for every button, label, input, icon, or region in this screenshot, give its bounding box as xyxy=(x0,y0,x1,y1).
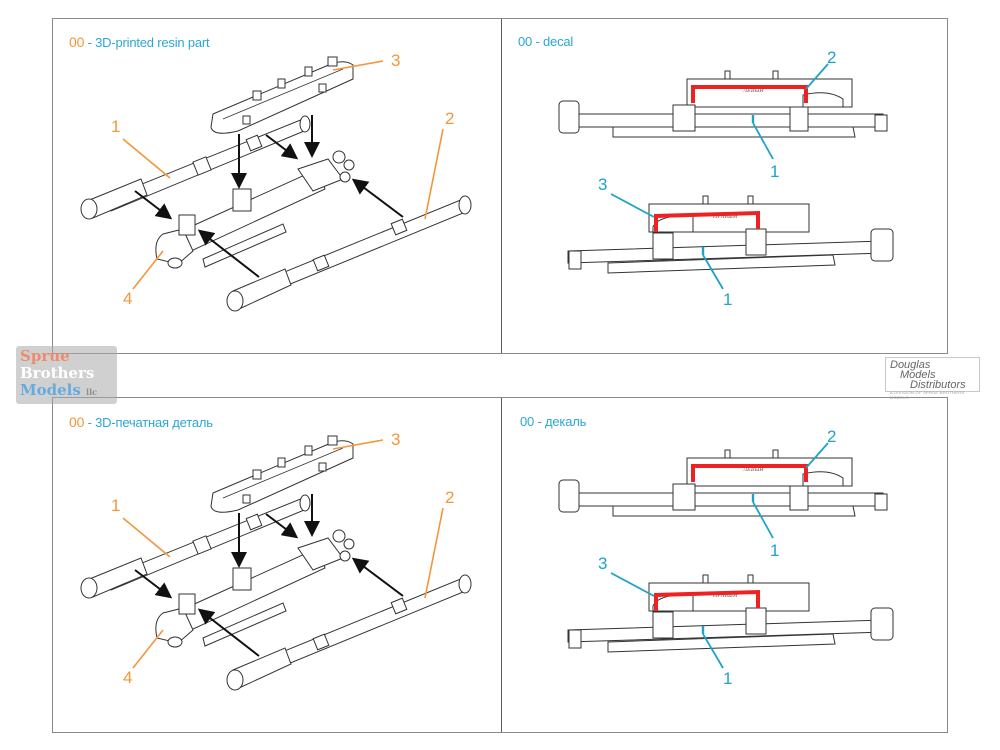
arrow-barrel2-to-front xyxy=(197,608,260,657)
watermark-suffix: llc xyxy=(86,387,97,397)
callout-2: 2 xyxy=(445,488,454,507)
engraving-left: ЛЕВЫЙ xyxy=(742,465,764,473)
watermark-line-3: Models llc xyxy=(20,382,117,401)
engraving-right: ПРАВЫЙ xyxy=(712,212,738,220)
arrow-barrel1-to-front xyxy=(134,569,173,599)
leader-4 xyxy=(132,629,164,669)
part-1-barrel xyxy=(80,115,311,220)
arrow-barrel1-to-receiver xyxy=(265,513,299,539)
leader-3 xyxy=(332,60,384,71)
part-1-barrel xyxy=(80,494,311,599)
decal-callout-3: 3 xyxy=(598,175,607,194)
panel-divider xyxy=(501,19,502,353)
leader-decal-2 xyxy=(805,442,829,469)
leader-2 xyxy=(424,507,444,599)
assembly-diagram-top: 1 2 3 4 ЛЕВЫЙ 2 1 xyxy=(80,48,894,312)
watermark-line-2: Brothers xyxy=(20,364,95,382)
callout-3: 3 xyxy=(391,51,400,70)
callout-1: 1 xyxy=(111,117,120,136)
leader-decal-3 xyxy=(610,572,655,597)
decal-2-red-stripe xyxy=(691,464,808,482)
part-2-barrel xyxy=(226,574,472,691)
part-number: 00 xyxy=(69,414,85,430)
watermark-line-1: Sprue xyxy=(20,347,70,365)
callout-2: 2 xyxy=(445,109,454,128)
decal-caption: 00 - декаль xyxy=(520,414,586,429)
assembly-caption: 00 - 3D-printed resin part xyxy=(69,34,210,50)
engraving-left: ЛЕВЫЙ xyxy=(742,86,764,94)
decal-view-lower: ПРАВЫЙ xyxy=(567,193,894,290)
assembly-arrows xyxy=(134,494,404,657)
callout-1: 1 xyxy=(111,496,120,515)
leader-3 xyxy=(332,439,384,450)
part-number: 00 xyxy=(69,34,85,50)
decal-description: 00 - decal xyxy=(518,34,574,49)
decal-caption: 00 - decal xyxy=(518,34,573,49)
decal-callout-1-lower: 1 xyxy=(723,290,732,309)
instruction-sheet-english: 00 - 3D-printed resin part 00 - decal xyxy=(52,18,948,354)
sprue-brothers-watermark: Sprue Brothers Models llc xyxy=(16,346,117,404)
part-3-housing xyxy=(210,56,354,134)
arrow-barrel2-to-front xyxy=(197,229,260,278)
callout-4: 4 xyxy=(123,289,132,308)
decal-3-red-stripe xyxy=(654,210,760,232)
decal-3-red-stripe xyxy=(654,589,760,611)
douglas-models-logo: Douglas Models Distributors A DIVISION O… xyxy=(885,357,980,400)
instruction-sheet-russian: 00 - 3D-печатная деталь 00 - декаль xyxy=(52,397,948,733)
callout-4: 4 xyxy=(123,668,132,687)
leader-4 xyxy=(132,250,164,290)
arrow-barrel1-to-front xyxy=(134,190,173,220)
decal-callout-1-lower: 1 xyxy=(723,669,732,688)
assembly-caption: 00 - 3D-печатная деталь xyxy=(69,414,213,430)
logo-line-1: Douglas xyxy=(890,359,931,371)
leader-decal-1-lower xyxy=(702,254,724,290)
assembly-arrows xyxy=(134,115,404,278)
decal-callout-2: 2 xyxy=(827,427,836,446)
assembly-drawing xyxy=(80,435,472,691)
logo-line-3: Distributors xyxy=(910,379,966,391)
watermark-line-3-text: Models xyxy=(20,381,81,399)
leader-decal-3 xyxy=(610,193,655,218)
engraving-right: ПРАВЫЙ xyxy=(712,591,738,599)
part-2-barrel xyxy=(226,195,472,312)
leader-1 xyxy=(122,138,171,179)
leader-decal-1-upper xyxy=(752,501,774,539)
part-4-receiver xyxy=(155,150,355,269)
assembly-diagram-bottom: 1 2 3 4 ЛЕВЫЙ 2 1 xyxy=(80,427,894,691)
decal-view-upper: ЛЕВЫЙ xyxy=(558,63,888,160)
logo-line-2: Models xyxy=(900,369,936,381)
arrow-barrel2-to-rear xyxy=(351,557,404,597)
decal-view-upper: ЛЕВЫЙ xyxy=(558,442,888,539)
decal-callout-1-upper: 1 xyxy=(770,541,779,560)
part-description: - 3D-printed resin part xyxy=(84,35,210,50)
logo-tagline: A DIVISION OF SPRUE BROTHERS MODELS xyxy=(890,390,965,400)
leader-decal-1-lower xyxy=(702,633,724,669)
part-description: - 3D-печатная деталь xyxy=(84,415,213,430)
leader-2 xyxy=(424,128,444,220)
decal-2-red-stripe xyxy=(691,85,808,103)
leader-decal-2 xyxy=(805,63,829,90)
decal-callout-2: 2 xyxy=(827,48,836,67)
decal-callout-1-upper: 1 xyxy=(770,162,779,181)
decal-description: 00 - декаль xyxy=(520,414,587,429)
panel-divider xyxy=(501,398,502,732)
decal-view-lower: ПРАВЫЙ xyxy=(567,572,894,669)
decal-callout-3: 3 xyxy=(598,554,607,573)
leader-decal-1-upper xyxy=(752,122,774,160)
callout-3: 3 xyxy=(391,430,400,449)
arrow-barrel1-to-receiver xyxy=(265,134,299,160)
part-3-housing xyxy=(210,435,354,513)
leader-1 xyxy=(122,517,171,558)
assembly-drawing xyxy=(80,56,472,312)
arrow-barrel2-to-rear xyxy=(351,178,404,218)
